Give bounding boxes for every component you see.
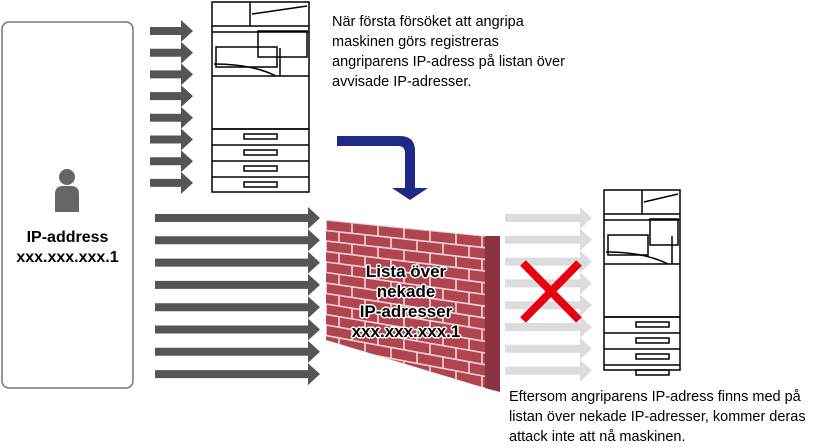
arrow [505, 337, 592, 360]
arrow [150, 150, 193, 173]
caption-line: Eftersom angriparens IP-adress finns med… [509, 389, 801, 405]
printer-part [635, 353, 670, 360]
arrow [150, 128, 193, 151]
arrow [155, 207, 320, 229]
caption-line: angriparens IP-adress på listan över [332, 54, 565, 70]
arrow [150, 63, 193, 86]
arrow [505, 228, 592, 251]
arrow [150, 20, 193, 42]
arrow [155, 340, 320, 363]
wall-line: Lista över [365, 262, 447, 281]
wall-line: IP-adresser [359, 302, 453, 321]
printer-part [603, 189, 681, 371]
arrow [155, 229, 320, 252]
firewall-wall [326, 220, 500, 392]
printer-part [243, 181, 278, 188]
bottom-caption: Eftersom angriparens IP-adress finns med… [509, 387, 806, 447]
arrow [155, 318, 320, 341]
printer-part [257, 30, 308, 58]
printer-part [243, 149, 278, 156]
top-caption: När första försöket att angripa maskinen… [332, 12, 565, 92]
arrow [505, 316, 592, 338]
denied-list-label: Lista över nekade IP-adresser xxx.xxx.xx… [336, 262, 476, 342]
printer-part [635, 321, 670, 328]
caption-line: maskinen görs registreras [332, 34, 499, 50]
person-icon [55, 169, 79, 212]
blocked-x-icon [520, 260, 582, 323]
caption-line: attack inte att nå maskinen. [509, 429, 686, 445]
arrow [150, 171, 193, 194]
attack-arrows-wall [155, 207, 320, 386]
brick-row-line [326, 250, 485, 272]
caption-line: listan över nekade IP-adresser, kommer d… [509, 409, 806, 425]
printer-icon [211, 1, 310, 193]
printer-part [243, 165, 278, 172]
arrow [155, 273, 320, 296]
flow-arrow-icon [337, 136, 428, 200]
attacker-label: IP-address xxx.xxx.xxx.1 [2, 228, 133, 268]
printer-part [213, 63, 277, 77]
printer-part [635, 337, 670, 344]
arrow [505, 207, 592, 229]
printer-part [649, 218, 679, 246]
brick-row-line [326, 229, 485, 249]
printer-part [605, 251, 669, 265]
arrow [505, 294, 592, 317]
printer-part [243, 133, 278, 140]
printer-part [635, 369, 670, 376]
printer-part [607, 234, 649, 256]
printer-part [251, 5, 308, 15]
brick-row-line [326, 292, 485, 319]
arrow [505, 250, 592, 273]
brick-row-line [326, 271, 485, 296]
ip-label: IP-address [26, 229, 109, 246]
ip-value: xxx.xxx.xxx.1 [16, 249, 119, 266]
arrow [155, 363, 320, 386]
arrow [155, 251, 320, 274]
brick-row-line [326, 334, 485, 366]
printer-part [643, 193, 679, 203]
arrow [150, 85, 193, 108]
caption-line: avvisade IP-adresser. [332, 74, 472, 90]
brick-row-line [326, 313, 485, 343]
arrow [155, 296, 320, 319]
arrow [505, 359, 592, 382]
printer-icon [603, 189, 681, 376]
arrow [150, 106, 193, 129]
wall-line: xxx.xxx.xxx.1 [351, 322, 461, 341]
arrow [150, 41, 193, 64]
attack-arrows-top [150, 20, 193, 194]
printer-part [215, 46, 278, 68]
caption-line: När första försöket att angripa [332, 14, 524, 30]
wall-line: nekade [376, 282, 436, 301]
